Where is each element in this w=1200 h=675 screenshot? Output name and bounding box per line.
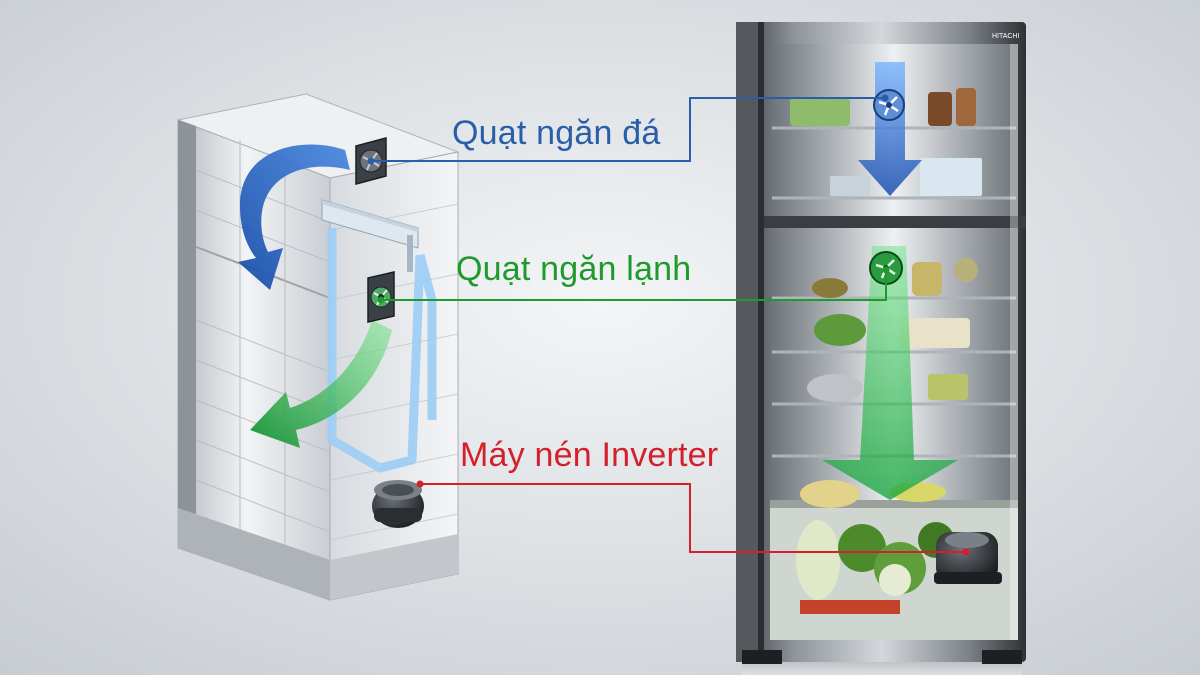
freezer-fan-photo-icon: [873, 89, 905, 121]
compressor-photo-icon: [934, 532, 1002, 584]
freezer-down-arrow: [858, 62, 922, 196]
compressor-label: Máy nén Inverter: [460, 436, 719, 474]
evaporator-plate: [321, 199, 419, 272]
compressor-icon-schematic: [372, 480, 424, 528]
fridge-airflow-arrow: [250, 320, 392, 448]
freezer-fan-leader: [371, 97, 885, 162]
freezer-fan-label: Quạt ngăn đá: [452, 114, 661, 152]
compressor-leader: [420, 483, 966, 553]
food-items: [790, 88, 982, 614]
schematic-fridge: [176, 93, 460, 601]
fridge-down-arrow: [822, 246, 958, 500]
fridge-fan-label: Quạt ngăn lạnh: [456, 250, 692, 288]
brand-label: HITACHI: [992, 33, 1020, 40]
fridge-fan-leader: [381, 270, 887, 301]
freezer-airflow-arrow: [238, 144, 350, 290]
